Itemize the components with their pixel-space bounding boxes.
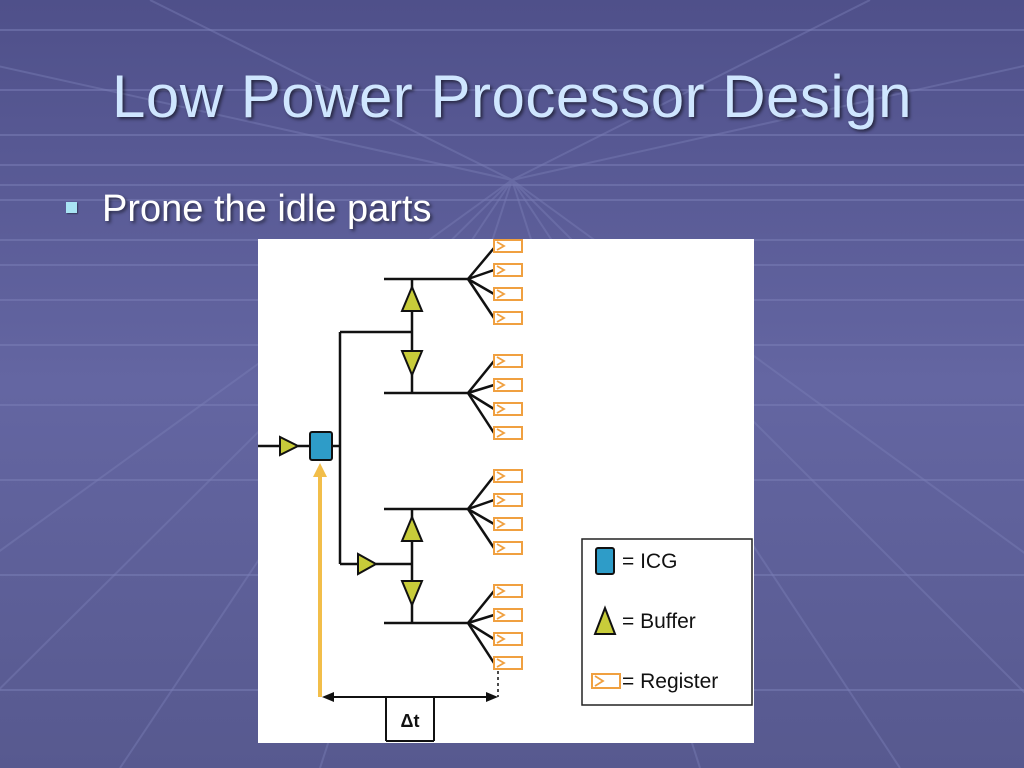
register-icon: [493, 239, 523, 253]
register-group-3: [493, 469, 523, 555]
register-icon: [493, 632, 523, 646]
register-icon: [493, 263, 523, 277]
legend: = ICG = Buffer = Register: [581, 538, 753, 706]
legend-register-label: = Register: [622, 670, 718, 693]
clock-tree-wires: [258, 247, 496, 664]
register-legend-icon: [591, 673, 621, 689]
buffer-up-icon: [400, 284, 424, 312]
register-group-1: [493, 239, 523, 325]
register-icon: [493, 493, 523, 507]
register-icon: [493, 378, 523, 392]
buffer-down-icon: [400, 350, 424, 378]
register-group-2: [493, 354, 523, 440]
register-icon: [493, 402, 523, 416]
delay-label: Δt: [401, 711, 420, 731]
register-icon: [493, 584, 523, 598]
input-buffer-icon: [279, 435, 301, 457]
legend-icg-label: = ICG: [622, 550, 677, 573]
register-group-4: [493, 584, 523, 670]
register-icon: [493, 608, 523, 622]
slide-title: Low Power Processor Design: [111, 63, 912, 130]
icg-gate-icon: [309, 431, 333, 461]
register-icon: [493, 469, 523, 483]
bullet-square-icon: [66, 202, 77, 213]
register-icon: [493, 354, 523, 368]
register-icon: [493, 517, 523, 531]
buffer-up-icon: [400, 514, 424, 542]
bullet-text: Prone the idle parts: [102, 188, 432, 230]
register-icon: [493, 426, 523, 440]
clock-gating-diagram: Δt = ICG = Buffer = Register: [258, 239, 754, 743]
legend-buffer-label: = Buffer: [622, 610, 696, 633]
buffer-down-icon: [400, 580, 424, 608]
icg-legend-icon: [595, 547, 615, 575]
register-icon: [493, 287, 523, 301]
register-icon: [493, 541, 523, 555]
enable-signal-arrow: [313, 463, 327, 697]
register-icon: [493, 311, 523, 325]
delay-dimension-arrow: [322, 692, 498, 742]
buffer-legend-icon: [593, 605, 617, 635]
branch-buffer-icon: [357, 552, 379, 576]
register-icon: [493, 656, 523, 670]
